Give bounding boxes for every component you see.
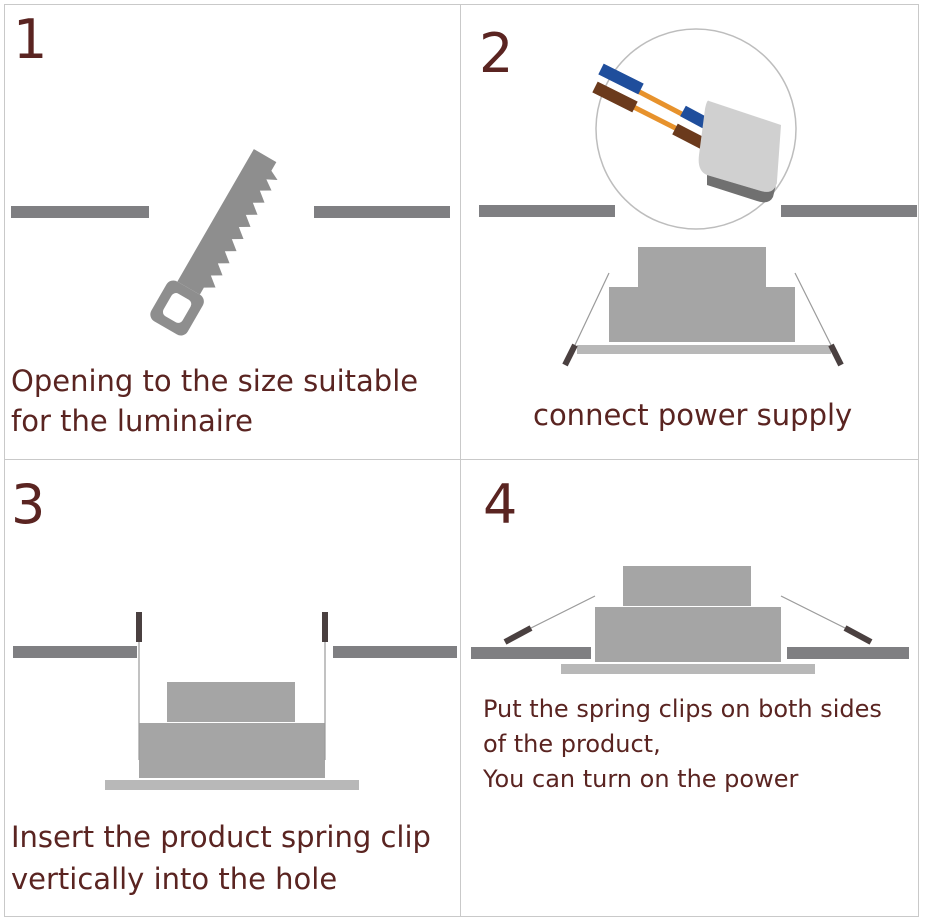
step-4-panel: 4 Put the spring clips on both sides of … <box>460 459 919 917</box>
step-1-caption-line-2: for the luminaire <box>11 404 253 438</box>
step-2-number: 2 <box>479 22 514 85</box>
spring-clip-icon <box>562 272 844 367</box>
step-4-caption-line-2: of the product, <box>483 730 661 758</box>
step-3-panel: 3 Insert the product spring clip vertica… <box>4 459 461 917</box>
downlight-icon <box>561 566 815 674</box>
step-3-illustration <box>13 612 457 790</box>
ceiling-left <box>11 206 149 218</box>
step-2-illustration <box>479 28 917 367</box>
step-1-caption: Opening to the size suitable for the lum… <box>11 361 418 441</box>
step-3-caption-line-1: Insert the product spring clip <box>11 820 431 854</box>
step-1-panel: 1 Opening to the size suitable for the l… <box>4 4 461 460</box>
step-1-number: 1 <box>13 8 48 71</box>
ceiling-right <box>333 646 457 658</box>
ceiling-left <box>479 205 615 217</box>
step-3-caption-line-2: vertically into the hole <box>11 862 338 896</box>
downlight-icon <box>577 247 831 354</box>
saw-icon <box>150 149 278 336</box>
downlight-icon <box>105 682 359 790</box>
wire-connector-icon <box>592 28 797 230</box>
ceiling-right <box>781 205 917 217</box>
step-3-caption: Insert the product spring clip verticall… <box>11 816 431 900</box>
spring-clip-icon <box>136 612 328 760</box>
step-4-caption-line-3: You can turn on the power <box>483 765 799 793</box>
step-2-panel: 2 <box>460 4 919 460</box>
step-2-caption-line-1: connect power supply <box>533 398 853 432</box>
step-4-illustration <box>471 566 909 674</box>
step-4-caption: Put the spring clips on both sides of th… <box>483 692 882 797</box>
step-2-caption: connect power supply <box>533 395 852 435</box>
ceiling-left <box>471 647 591 659</box>
step-1-caption-line-1: Opening to the size suitable <box>11 364 419 398</box>
spring-clip-icon <box>503 595 873 645</box>
step-3-number: 3 <box>11 473 46 536</box>
ceiling-right <box>314 206 450 218</box>
ceiling-left <box>13 646 137 658</box>
step-1-illustration <box>11 149 450 336</box>
ceiling-right <box>787 647 909 659</box>
step-4-caption-line-1: Put the spring clips on both sides <box>483 695 882 723</box>
step-4-number: 4 <box>483 473 518 536</box>
